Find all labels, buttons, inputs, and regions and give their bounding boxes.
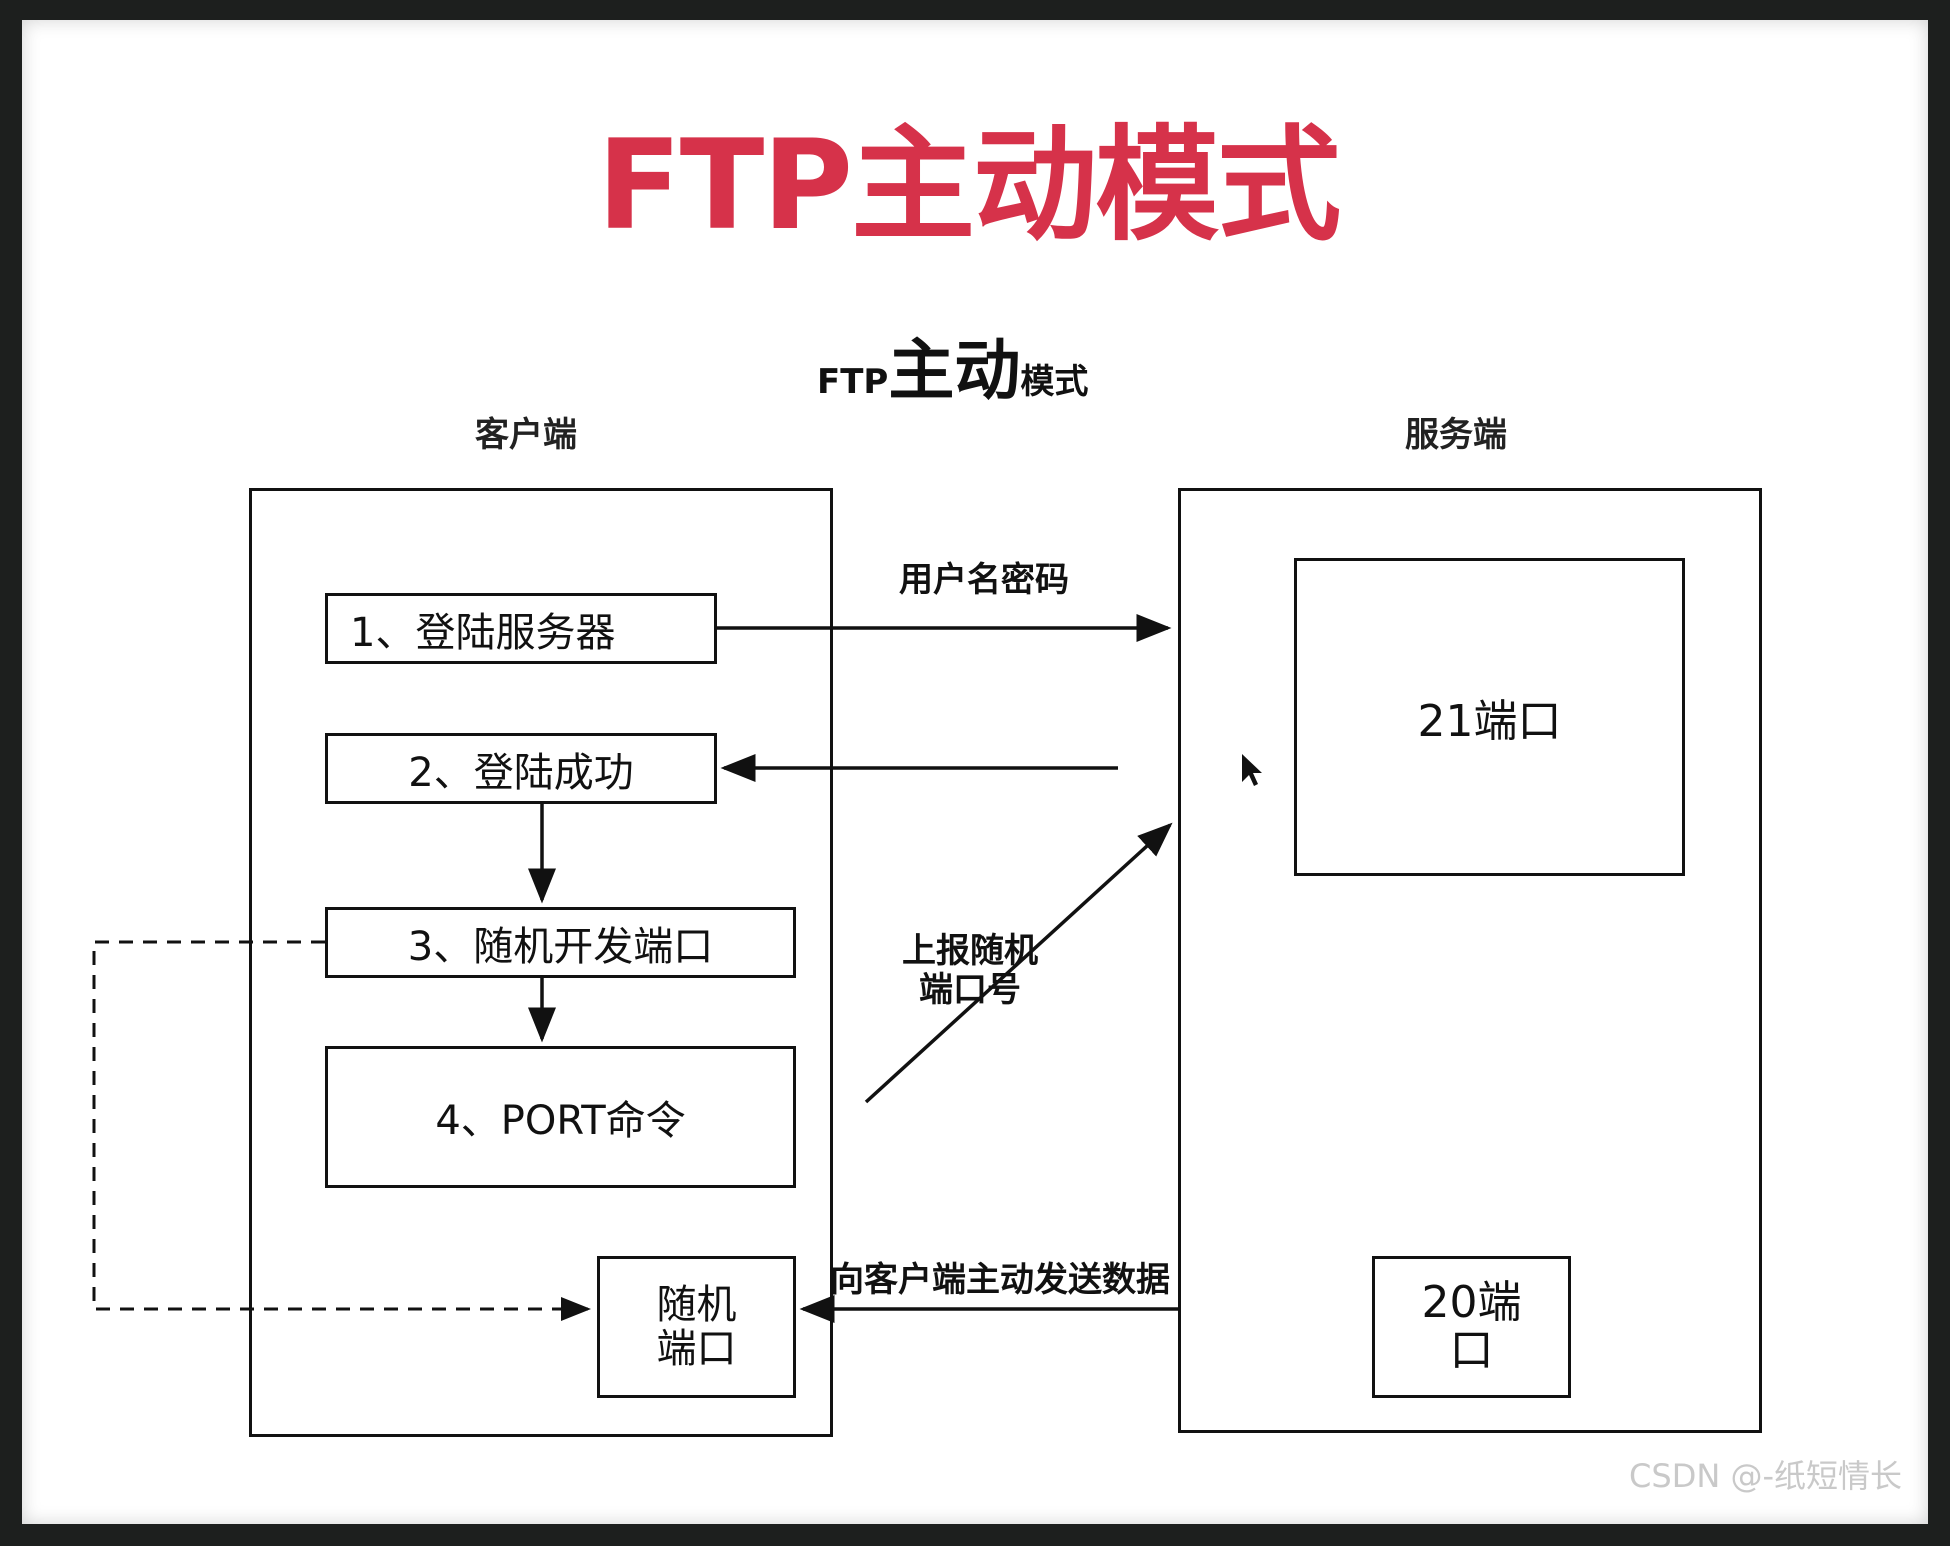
watermark: CSDN @-纸短情长 [1629,1457,1902,1495]
server-heading: 服务端 [1405,415,1507,455]
diagram-canvas: FTP主动模式 FTP主动模式 客户端 服务端 1、登陆服务器 2、登陆成功 3… [22,20,1928,1524]
sub-title-prefix: FTP [817,362,889,402]
main-title: FTP主动模式 [597,114,1341,258]
report-port-label: 上报随机 端口号 [902,931,1038,1011]
step-login-success: 2、登陆成功 [325,733,717,804]
port-20-line1: 20端 [1421,1276,1522,1328]
step-open-random-port-label: 3、随机开发端口 [407,923,714,970]
step-port-command: 4、PORT命令 [325,1046,796,1188]
port-20-box: 20端 口 [1372,1256,1571,1398]
port-20-line2: 口 [1449,1325,1494,1376]
port-21-box: 21端口 [1294,558,1685,876]
step-login-server-label: 1、登陆服务器 [350,609,616,656]
step-login-success-label: 2、登陆成功 [408,749,634,796]
sub-title: FTP主动模式 [817,338,1088,404]
send-data-label: 向客户端主动发送数据 [830,1260,1170,1300]
port-21-label: 21端口 [1417,696,1562,747]
report-port-line2: 端口号 [919,970,1021,1011]
step-login-server: 1、登陆服务器 [325,593,717,664]
client-heading: 客户端 [475,415,577,455]
random-port-line2: 端口 [656,1326,737,1372]
report-port-line1: 上报随机 [902,931,1038,971]
step-port-command-label: 4、PORT命令 [435,1098,686,1144]
random-port-box: 随机 端口 [597,1256,796,1398]
step-open-random-port: 3、随机开发端口 [325,907,796,978]
credentials-label: 用户名密码 [899,560,1069,600]
random-port-line1: 随机 [656,1282,737,1328]
sub-title-main: 主动 [888,332,1021,409]
sub-title-suffix: 模式 [1020,362,1089,402]
